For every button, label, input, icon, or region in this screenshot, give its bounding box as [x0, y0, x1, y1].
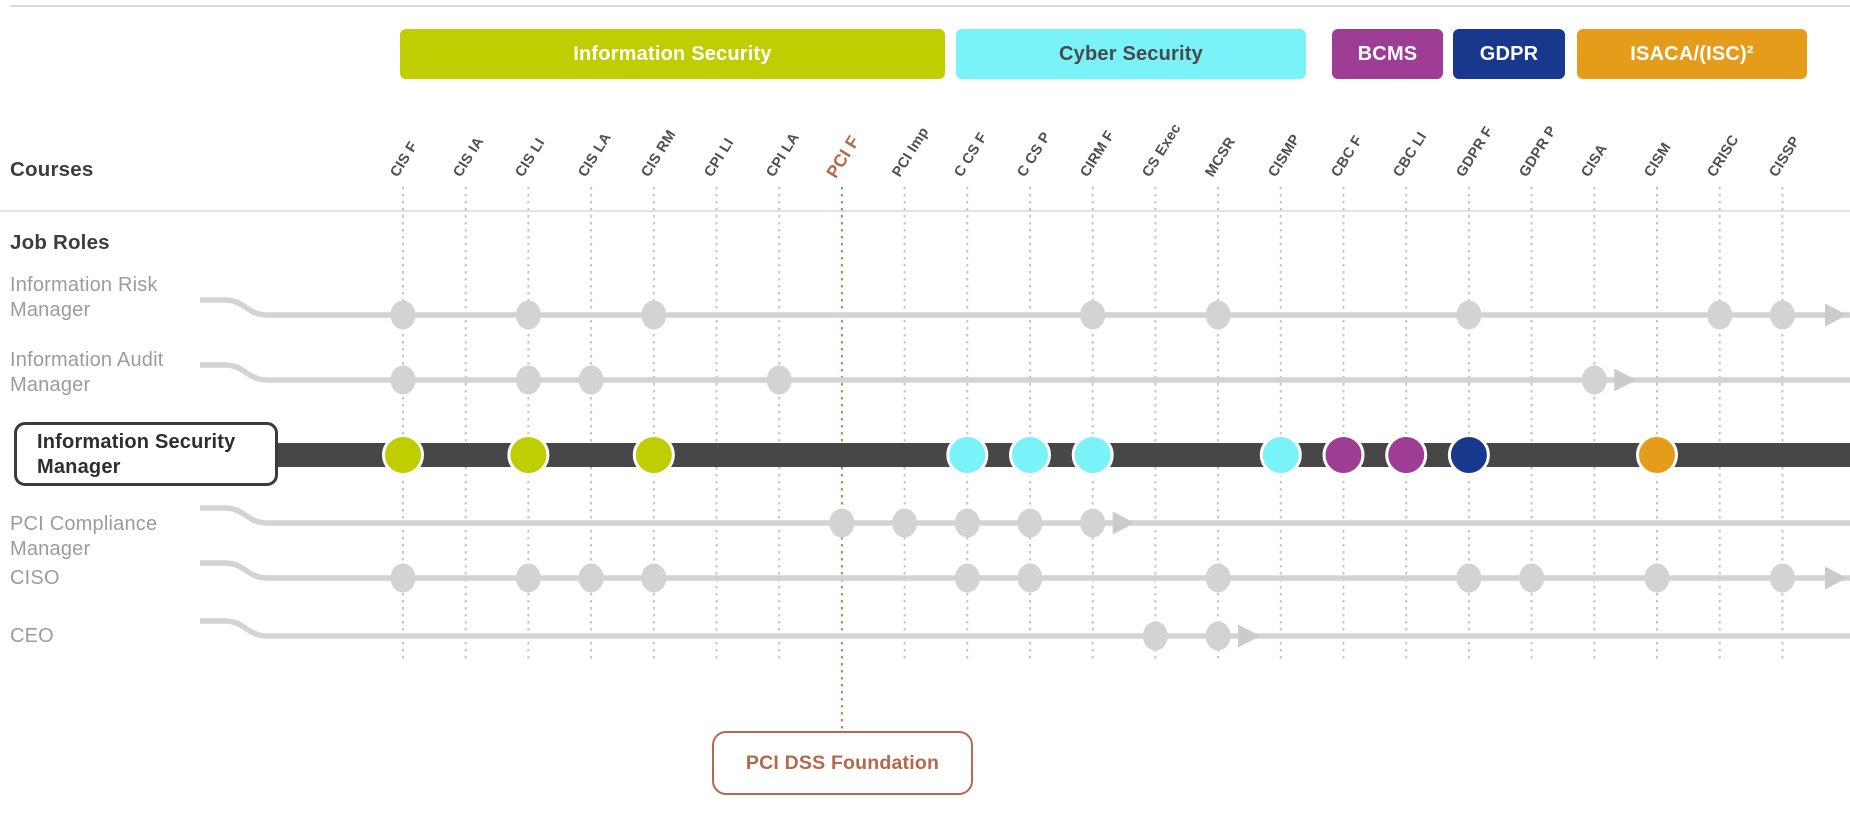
dot-information-audit-manager-cis-li[interactable] [515, 365, 541, 395]
dot-information-risk-manager-crisc[interactable] [1707, 300, 1733, 330]
role-label-ceo[interactable]: CEO [10, 625, 54, 647]
courses-divider-line [0, 210, 1850, 212]
dot-information-risk-manager-cis-rm[interactable] [641, 300, 667, 330]
role-label-information-risk-manager[interactable]: Information Risk Manager [10, 274, 158, 321]
course-node-information-security-manager-cis-li[interactable] [507, 434, 550, 476]
course-node-information-security-manager-cis-rm[interactable] [632, 434, 675, 476]
course-callout-pci-dss-foundation: PCI DSS Foundation [712, 731, 973, 795]
arrowhead-information-risk-manager [1825, 303, 1847, 327]
dot-pci-compliance-manager-c-cs-f[interactable] [954, 508, 980, 538]
arrowhead-ceo [1238, 624, 1261, 648]
dot-ciso-cis-la[interactable] [578, 563, 604, 593]
course-node-information-security-manager-cis-f[interactable] [382, 434, 424, 476]
dot-pci-compliance-manager-cirm-f[interactable] [1080, 508, 1106, 538]
role-label-pci-compliance-manager[interactable]: PCI Compliance Manager [10, 513, 158, 560]
dot-ciso-gdpr-p[interactable] [1519, 563, 1545, 593]
dot-information-risk-manager-cis-f[interactable] [390, 300, 416, 330]
category-bar-cyber-security: Cyber Security [956, 29, 1306, 79]
job-roles-heading: Job Roles [10, 231, 110, 254]
dot-information-audit-manager-cis-f[interactable] [390, 365, 416, 395]
dot-ciso-cissp[interactable] [1769, 563, 1795, 593]
dot-ciso-c-cs-p[interactable] [1017, 563, 1043, 593]
dot-ciso-gdpr-f[interactable] [1456, 563, 1482, 593]
dot-ceo-cs-exec[interactable] [1142, 621, 1168, 651]
dot-ciso-cis-li[interactable] [515, 563, 541, 593]
course-node-information-security-manager-cbc-f[interactable] [1322, 434, 1365, 476]
role-label-line: Manager [37, 456, 121, 478]
dot-ciso-c-cs-f[interactable] [954, 563, 980, 593]
dot-ciso-cis-rm[interactable] [641, 563, 667, 593]
role-track-information-audit-manager [200, 362, 1850, 383]
dot-information-risk-manager-gdpr-f[interactable] [1456, 300, 1482, 330]
role-label-line: Information Security [37, 431, 236, 453]
category-bar-gdpr: GDPR [1453, 29, 1565, 79]
category-bar-information-security: Information Security [400, 29, 945, 79]
dot-information-risk-manager-cirm-f[interactable] [1080, 300, 1106, 330]
dot-information-risk-manager-mcsr[interactable] [1205, 300, 1231, 330]
course-node-information-security-manager-c-cs-p[interactable] [1009, 434, 1051, 476]
role-track-information-risk-manager [200, 297, 1850, 318]
courses-heading: Courses [10, 158, 94, 181]
dot-information-audit-manager-cis-la[interactable] [578, 365, 604, 395]
course-node-information-security-manager-gdpr-f[interactable] [1447, 434, 1490, 476]
category-bar-isaca-isc: ISACA/(ISC)² [1577, 29, 1807, 79]
arrowhead-pci-compliance-manager [1112, 511, 1135, 535]
course-node-information-security-manager-cirm-f[interactable] [1071, 434, 1114, 476]
course-node-information-security-manager-cism[interactable] [1636, 434, 1678, 476]
course-node-information-security-manager-cismp[interactable] [1259, 434, 1302, 476]
dot-pci-compliance-manager-pci-imp[interactable] [892, 508, 918, 538]
role-label-ciso[interactable]: CISO [10, 567, 60, 589]
dot-ciso-cism[interactable] [1644, 563, 1670, 593]
role-track-pci-compliance-manager [200, 505, 1850, 526]
dot-pci-compliance-manager-pci-f[interactable] [829, 508, 855, 538]
role-label-information-audit-manager[interactable]: Information Audit Manager [10, 349, 164, 396]
course-node-information-security-manager-c-cs-f[interactable] [946, 434, 989, 476]
category-bar-bcms: BCMS [1332, 29, 1443, 79]
arrowhead-information-audit-manager [1614, 368, 1637, 392]
dot-information-risk-manager-cis-li[interactable] [515, 300, 541, 330]
top-border-line [10, 5, 1850, 7]
course-node-information-security-manager-cbc-li[interactable] [1385, 434, 1428, 476]
dot-information-audit-manager-cpi-la[interactable] [766, 365, 792, 395]
dot-information-risk-manager-cissp[interactable] [1769, 300, 1795, 330]
dot-pci-compliance-manager-c-cs-p[interactable] [1017, 508, 1043, 538]
dot-ciso-cis-f[interactable] [390, 563, 416, 593]
dot-ciso-mcsr[interactable] [1205, 563, 1231, 593]
arrowhead-ciso [1825, 566, 1847, 590]
role-track-ceo [200, 618, 1850, 639]
dot-ceo-mcsr[interactable] [1205, 621, 1231, 651]
dot-information-audit-manager-cisa[interactable] [1581, 365, 1607, 395]
role-information-security-manager-box[interactable]: Information Security Manager [14, 422, 278, 486]
role-track-ciso [200, 560, 1850, 581]
